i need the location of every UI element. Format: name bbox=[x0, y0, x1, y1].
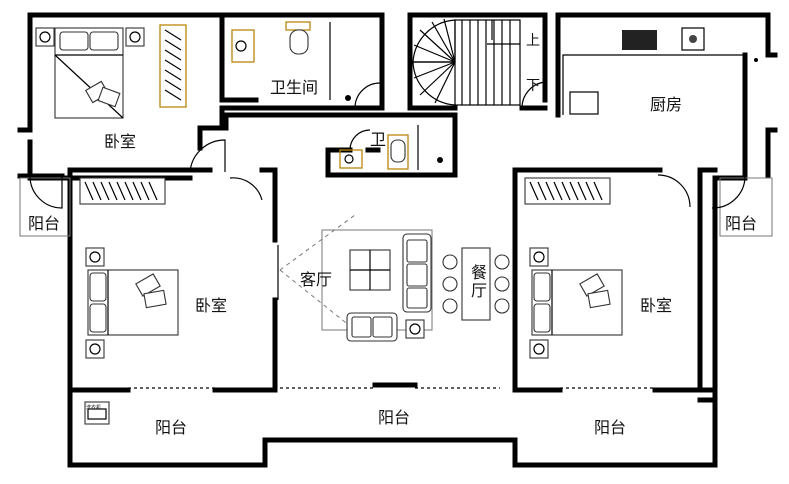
bedroom-right-label: 卧室 bbox=[640, 296, 673, 315]
dining-room-label: 餐厅 bbox=[468, 264, 487, 300]
dining-furniture bbox=[442, 247, 510, 321]
door-swings bbox=[29, 81, 746, 209]
bathroom-top-fixtures bbox=[231, 21, 351, 101]
bathroom-top-label: 卫生间 bbox=[270, 78, 319, 97]
stair-up-label: 上 bbox=[526, 33, 540, 49]
balcony-bottom-right-label: 阳台 bbox=[594, 418, 627, 437]
bedroom-left-label: 卧室 bbox=[195, 296, 228, 315]
balcony-bottom-center-label: 阳台 bbox=[378, 408, 411, 427]
kitchen-fixtures bbox=[562, 27, 758, 115]
bedroom-top-left-furniture bbox=[35, 24, 187, 119]
kitchen-label: 厨房 bbox=[650, 95, 683, 114]
balcony-left-label: 阳台 bbox=[28, 214, 61, 233]
balcony-right-label: 阳台 bbox=[725, 214, 758, 233]
bedroom-left-furniture bbox=[79, 177, 179, 359]
bathroom-small-label: 卫 bbox=[370, 130, 387, 149]
living-room-label: 客厅 bbox=[300, 270, 333, 289]
bedroom-top-left-label: 卧室 bbox=[104, 132, 137, 151]
stair-down-label: 下 bbox=[526, 78, 540, 94]
staircase bbox=[412, 18, 521, 106]
washing-machine-label: 洗衣机 bbox=[86, 405, 102, 411]
bathroom-small-fixtures bbox=[339, 125, 443, 170]
bedroom-right-furniture bbox=[524, 177, 623, 359]
living-room-furniture bbox=[277, 214, 433, 342]
walls bbox=[17, 12, 778, 468]
balcony-bottom-left-label: 阳台 bbox=[155, 418, 188, 437]
washing-machine bbox=[84, 401, 110, 425]
